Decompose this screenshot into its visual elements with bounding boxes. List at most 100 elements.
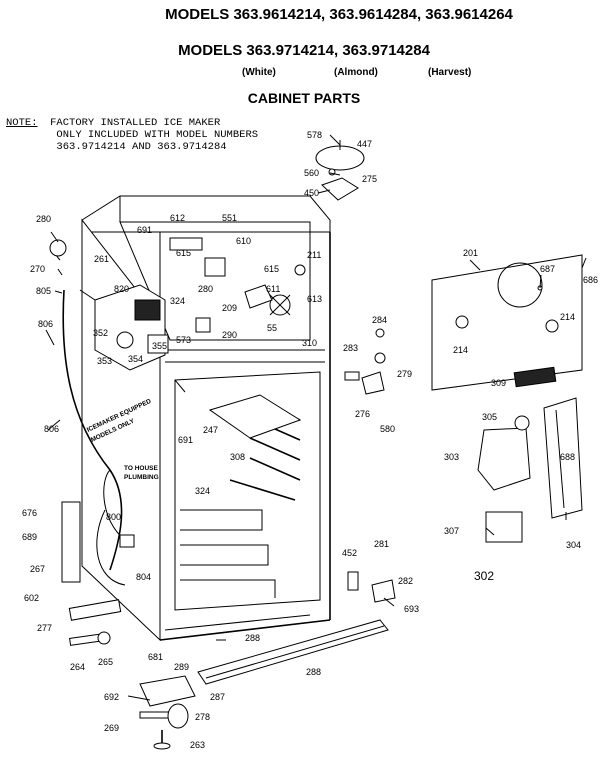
part-label: 261 <box>94 254 109 264</box>
part-label: 275 <box>362 174 377 184</box>
note-line-3: 363.9714214 AND 363.9714284 <box>56 141 227 153</box>
variant-almond: (Almond) <box>334 67 378 78</box>
control-housing <box>477 397 583 543</box>
part-label: 270 <box>30 264 45 274</box>
toe-grille <box>197 619 389 685</box>
part-label: 324 <box>195 486 210 496</box>
side-bracket <box>61 501 81 583</box>
part-label: 681 <box>148 652 163 662</box>
part-label: 281 <box>374 539 389 549</box>
plumbing-note-2: PLUMBING <box>124 474 159 481</box>
part-label: 573 <box>176 335 191 345</box>
variant-harvest: (Harvest) <box>428 67 472 78</box>
part-label: 214 <box>453 345 468 355</box>
part-label: 267 <box>30 564 45 574</box>
leveler-bracket <box>139 675 196 707</box>
part-label: 282 <box>398 576 413 586</box>
part-label: 820 <box>114 284 129 294</box>
part-label: 283 <box>343 343 358 353</box>
note-label: NOTE: <box>6 117 38 129</box>
part-label: 689 <box>22 532 37 542</box>
part-label: 276 <box>355 409 370 419</box>
part-label: 580 <box>380 424 395 434</box>
part-label: 280 <box>36 214 51 224</box>
part-label: 289 <box>174 662 189 672</box>
part-label: 676 <box>22 508 37 518</box>
part-label: 277 <box>37 623 52 633</box>
part-label: 615 <box>264 264 279 274</box>
part-label: 687 <box>540 264 555 274</box>
part-label: 612 <box>170 213 185 223</box>
note-line-1: FACTORY INSTALLED ICE MAKER <box>50 117 221 129</box>
part-label: 551 <box>222 213 237 223</box>
part-label: 303 <box>444 452 459 462</box>
top-hinge-cover <box>315 140 365 201</box>
part-label: 693 <box>404 604 419 614</box>
part-label: 611 <box>266 284 280 294</box>
part-label: 691 <box>137 225 152 235</box>
part-label: 287 <box>210 692 225 702</box>
part-label: 307 <box>444 526 459 536</box>
factory-note: NOTE: FACTORY INSTALLED ICE MAKER ONLY I… <box>6 117 258 153</box>
part-label: 55 <box>267 323 277 333</box>
note-line-2: ONLY INCLUDED WITH MODEL NUMBERS <box>56 129 259 141</box>
part-label: 806 <box>44 424 59 434</box>
part-label: 800 <box>106 512 121 522</box>
part-label: 804 <box>136 572 151 582</box>
part-label: 355 <box>152 341 167 351</box>
part-label: 247 <box>203 425 218 435</box>
part-label: 324 <box>170 296 185 306</box>
part-label: 269 <box>104 723 119 733</box>
part-label: 264 <box>70 662 85 672</box>
part-label: 263 <box>190 740 205 750</box>
part-label: 686 <box>583 275 598 285</box>
part-label: 602 <box>24 593 39 603</box>
part-label: 450 <box>304 188 319 198</box>
plumbing-note-1: TO HOUSE <box>124 465 158 472</box>
part-label: 211 <box>307 250 321 260</box>
part-label: 691 <box>178 435 193 445</box>
part-label: 805 <box>36 286 51 296</box>
part-label: 615 <box>176 248 191 258</box>
part-label: 613 <box>307 294 322 304</box>
rear-panel <box>431 254 583 391</box>
section-title: CABINET PARTS <box>247 90 361 106</box>
part-label: 806 <box>38 319 53 329</box>
part-label: 288 <box>245 633 260 643</box>
part-label: 305 <box>482 412 497 422</box>
bracket-452 <box>347 571 359 591</box>
part-label: 302 <box>474 569 494 583</box>
part-label: 353 <box>97 356 112 366</box>
part-label: 308 <box>230 452 245 462</box>
part-label: 214 <box>560 312 575 322</box>
part-label: 610 <box>236 236 251 246</box>
part-label: 692 <box>104 692 119 702</box>
part-label: 288 <box>306 667 321 677</box>
lower-hinge <box>371 579 396 603</box>
part-label: 209 <box>222 303 237 313</box>
part-label: 447 <box>357 139 372 149</box>
part-label: 279 <box>397 369 412 379</box>
evaporator-fan-parts <box>169 237 306 333</box>
part-label: 688 <box>560 452 575 462</box>
part-label: 578 <box>307 130 322 140</box>
models-title-line2: MODELS 363.9714214, 363.9714284 <box>178 42 430 59</box>
part-label: 304 <box>566 540 581 550</box>
part-label: 452 <box>342 548 357 558</box>
part-label: 309 <box>491 378 506 388</box>
part-label: 201 <box>463 248 478 258</box>
part-label: 278 <box>195 712 210 722</box>
part-label: 280 <box>198 284 213 294</box>
variant-white: (White) <box>242 67 276 78</box>
part-label: 352 <box>93 328 108 338</box>
leader-lines <box>45 134 587 701</box>
center-hinge <box>344 328 386 395</box>
part-label: 354 <box>128 354 143 364</box>
part-label: 265 <box>98 657 113 667</box>
part-label: 284 <box>372 315 387 325</box>
part-label: 310 <box>302 338 317 348</box>
ice-maker-assembly <box>49 239 169 371</box>
part-label: 560 <box>304 168 319 178</box>
part-label: 290 <box>222 330 237 340</box>
